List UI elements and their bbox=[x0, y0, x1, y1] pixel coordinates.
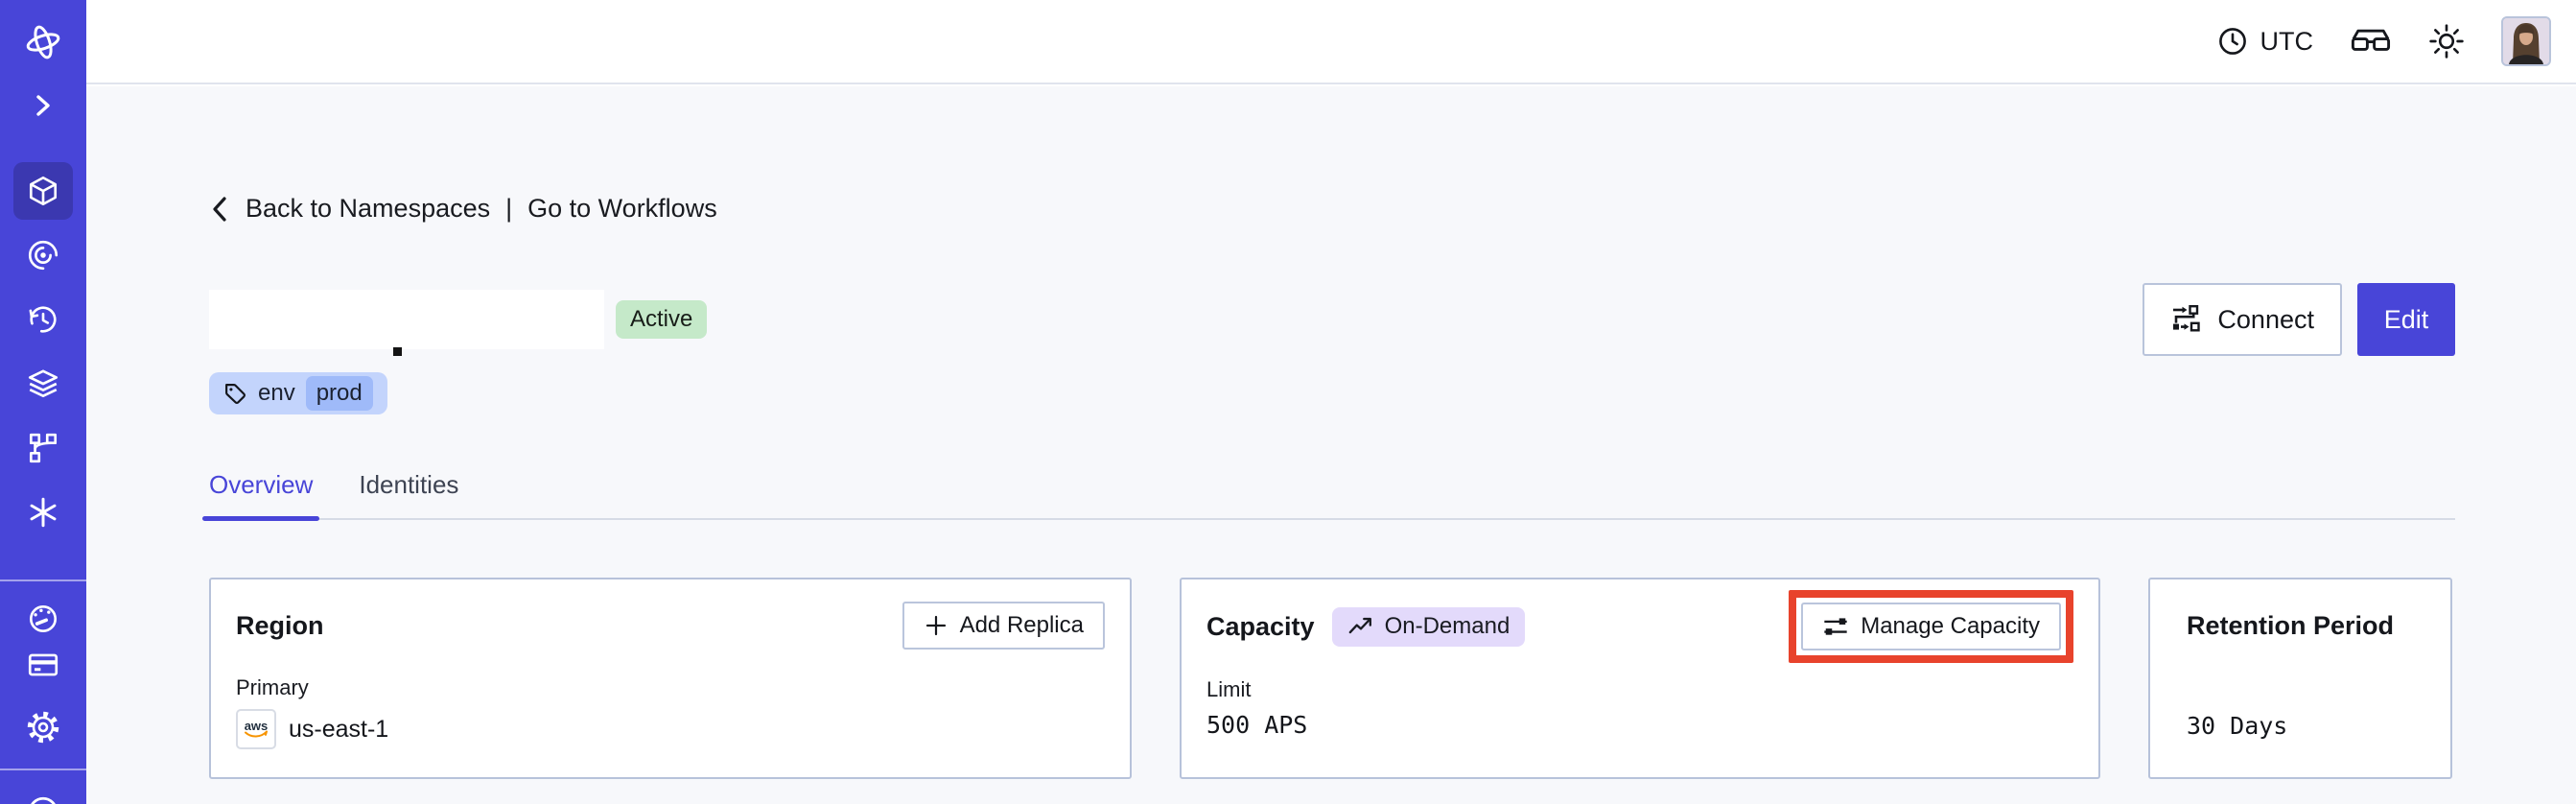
plus-icon bbox=[925, 615, 946, 636]
usage-gauge-icon bbox=[29, 604, 58, 633]
billing-card-icon bbox=[28, 653, 59, 676]
connect-button[interactable]: Connect bbox=[2143, 283, 2342, 356]
tab-overview[interactable]: Overview bbox=[201, 470, 320, 521]
trend-up-icon bbox=[1348, 617, 1371, 634]
status-badge: Active bbox=[616, 300, 708, 339]
ondemand-badge: On-Demand bbox=[1331, 606, 1526, 647]
namespace-title-row: Active Connect Edit bbox=[209, 283, 2455, 356]
edit-button-label: Edit bbox=[2383, 304, 2429, 334]
sidebar-item-nexus[interactable] bbox=[0, 495, 86, 530]
sidebar-divider bbox=[0, 769, 86, 770]
temporal-logo-icon bbox=[26, 25, 60, 59]
namespace-tag[interactable]: env prod bbox=[209, 372, 387, 414]
capacity-card-title: Capacity bbox=[1206, 611, 1315, 641]
sidebar-item-schedules[interactable] bbox=[0, 302, 86, 337]
capacity-card: Capacity On-Demand bbox=[1180, 578, 2100, 779]
sidebar-item-profile[interactable] bbox=[0, 794, 86, 804]
deployments-layers-icon bbox=[28, 369, 59, 398]
tag-key: env bbox=[258, 380, 295, 406]
theme-toggle-button[interactable] bbox=[2428, 23, 2465, 59]
topbar: UTC bbox=[86, 0, 2576, 84]
timezone-selector[interactable]: UTC bbox=[2215, 24, 2314, 59]
glasses-icon bbox=[2351, 29, 2391, 51]
region-card-title: Region bbox=[236, 610, 324, 640]
temporal-logo[interactable] bbox=[0, 23, 86, 61]
tab-identities[interactable]: Identities bbox=[359, 470, 459, 499]
add-replica-label: Add Replica bbox=[959, 612, 1084, 638]
tag-value: prod bbox=[305, 376, 373, 411]
clock-icon bbox=[2218, 28, 2246, 55]
profile-icon bbox=[31, 796, 56, 804]
manage-capacity-button[interactable]: Manage Capacity bbox=[1801, 603, 2061, 650]
ondemand-badge-label: On-Demand bbox=[1384, 613, 1510, 639]
aws-logo: aws bbox=[245, 719, 269, 738]
namespaces-cube-icon bbox=[29, 176, 58, 206]
sidebar-item-batch-operations[interactable] bbox=[0, 431, 86, 465]
sidebar-expand-button[interactable] bbox=[0, 90, 86, 121]
tag-row: env prod bbox=[209, 372, 2455, 414]
chevron-left-icon bbox=[213, 196, 226, 222]
edit-button[interactable]: Edit bbox=[2357, 283, 2455, 356]
add-replica-button[interactable]: Add Replica bbox=[902, 602, 1105, 650]
connect-button-label: Connect bbox=[2217, 304, 2314, 334]
workflows-link-label: Go to Workflows bbox=[527, 194, 717, 223]
main-content: Back to Namespaces | Go to Workflows Act… bbox=[86, 86, 2576, 804]
sidebar bbox=[0, 0, 86, 804]
back-to-namespaces-link[interactable]: Back to Namespaces bbox=[209, 194, 490, 224]
aws-provider-chip: aws bbox=[236, 709, 276, 749]
chevron-right-icon bbox=[36, 95, 50, 116]
annotation-highlight-box: Manage Capacity bbox=[1789, 590, 2073, 663]
sidebar-item-namespaces[interactable] bbox=[13, 162, 73, 220]
redaction-artifact-dot bbox=[393, 347, 402, 356]
redacted-namespace-name bbox=[209, 290, 604, 356]
capacity-value: 500 APS bbox=[1206, 711, 1308, 739]
aws-logo-text: aws bbox=[245, 719, 269, 733]
retention-card: Retention Period 30 Days bbox=[2148, 578, 2452, 779]
breadcrumb: Back to Namespaces | Go to Workflows bbox=[209, 194, 2455, 224]
go-to-workflows-link[interactable]: Go to Workflows bbox=[527, 194, 717, 224]
sliders-icon bbox=[1824, 618, 1847, 635]
sidebar-item-settings[interactable] bbox=[0, 708, 86, 746]
manage-capacity-label: Manage Capacity bbox=[1861, 613, 2040, 639]
timezone-label: UTC bbox=[2260, 26, 2314, 56]
sidebar-divider bbox=[0, 579, 86, 581]
batch-branch-icon bbox=[29, 433, 58, 463]
region-card: Region Add Replica Primary aws us-e bbox=[209, 578, 1132, 779]
user-avatar[interactable] bbox=[2501, 16, 2551, 66]
nexus-asterisk-icon bbox=[30, 497, 57, 528]
region-value: us-east-1 bbox=[289, 715, 389, 743]
breadcrumb-separator: | bbox=[505, 194, 513, 223]
sidebar-item-workflows[interactable] bbox=[0, 238, 86, 272]
connect-flow-icon bbox=[2173, 305, 2201, 332]
region-primary-label: Primary bbox=[236, 675, 309, 699]
feedback-glasses-button[interactable] bbox=[2350, 24, 2392, 59]
sidebar-item-usage[interactable] bbox=[0, 602, 86, 636]
retention-value: 30 Days bbox=[2187, 712, 2288, 740]
sidebar-item-deployments[interactable] bbox=[0, 367, 86, 401]
capacity-limit-label: Limit bbox=[1206, 677, 1252, 701]
tabs: Overview Identities bbox=[201, 470, 2455, 521]
settings-gear-icon bbox=[27, 711, 59, 744]
cards-row: Region Add Replica Primary aws us-e bbox=[209, 578, 2455, 779]
schedules-clock-icon bbox=[29, 306, 57, 333]
tag-icon bbox=[225, 383, 246, 404]
workflows-spiral-icon bbox=[28, 240, 59, 271]
retention-card-title: Retention Period bbox=[2187, 610, 2395, 640]
sun-icon bbox=[2429, 24, 2464, 59]
sidebar-item-billing[interactable] bbox=[0, 648, 86, 682]
avatar-image bbox=[2503, 18, 2549, 64]
back-link-label: Back to Namespaces bbox=[246, 194, 491, 223]
